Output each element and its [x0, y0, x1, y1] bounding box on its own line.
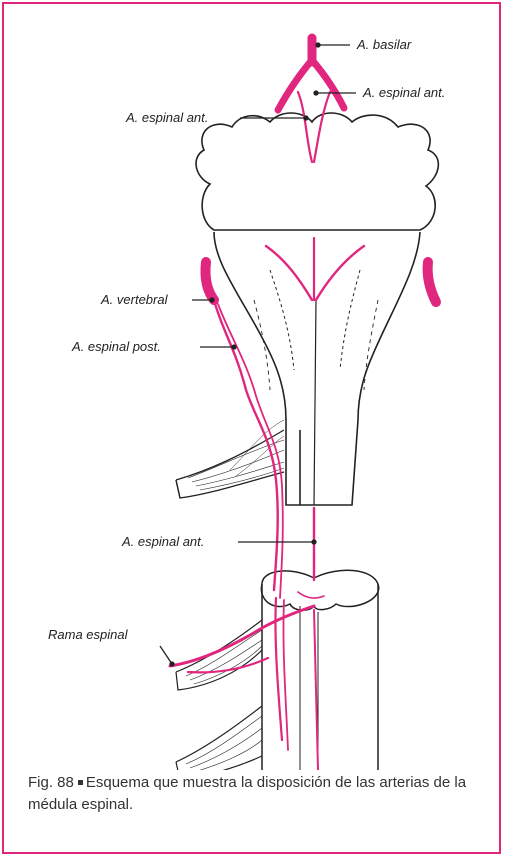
- label-anterior-spinal-right: A. espinal ant.: [363, 86, 445, 100]
- label-posterior-spinal-artery: A. espinal post.: [72, 340, 161, 354]
- figure-number: Fig. 88: [28, 774, 74, 791]
- label-basilar-artery: A. basilar: [357, 38, 411, 52]
- medulla-outline: [214, 232, 420, 505]
- basilar-left-branch: [278, 60, 312, 110]
- upper-nerve-root: [176, 420, 284, 498]
- label-spinal-branch: Rama espinal: [48, 628, 128, 642]
- brainstem: [196, 113, 438, 505]
- anatomy-diagram: [0, 0, 507, 770]
- lower-nerve-roots: [176, 620, 262, 770]
- caption-text: Esquema que muestra la disposición de la…: [28, 774, 466, 813]
- posterior-spinal-lower-2: [283, 600, 288, 750]
- vertebral-left: [205, 262, 214, 300]
- spinal-cord-segment: [261, 570, 378, 770]
- label-anterior-spinal-mid: A. espinal ant.: [122, 535, 204, 549]
- label-anterior-spinal-left: A. espinal ant.: [126, 111, 208, 125]
- pons-outline: [196, 113, 438, 230]
- anterior-spinal-lower: [314, 610, 318, 770]
- label-vertebral-artery: A. vertebral: [101, 293, 167, 307]
- cord-top: [261, 570, 378, 610]
- vertebral-right: [428, 262, 436, 302]
- caption-bullet: [78, 780, 83, 785]
